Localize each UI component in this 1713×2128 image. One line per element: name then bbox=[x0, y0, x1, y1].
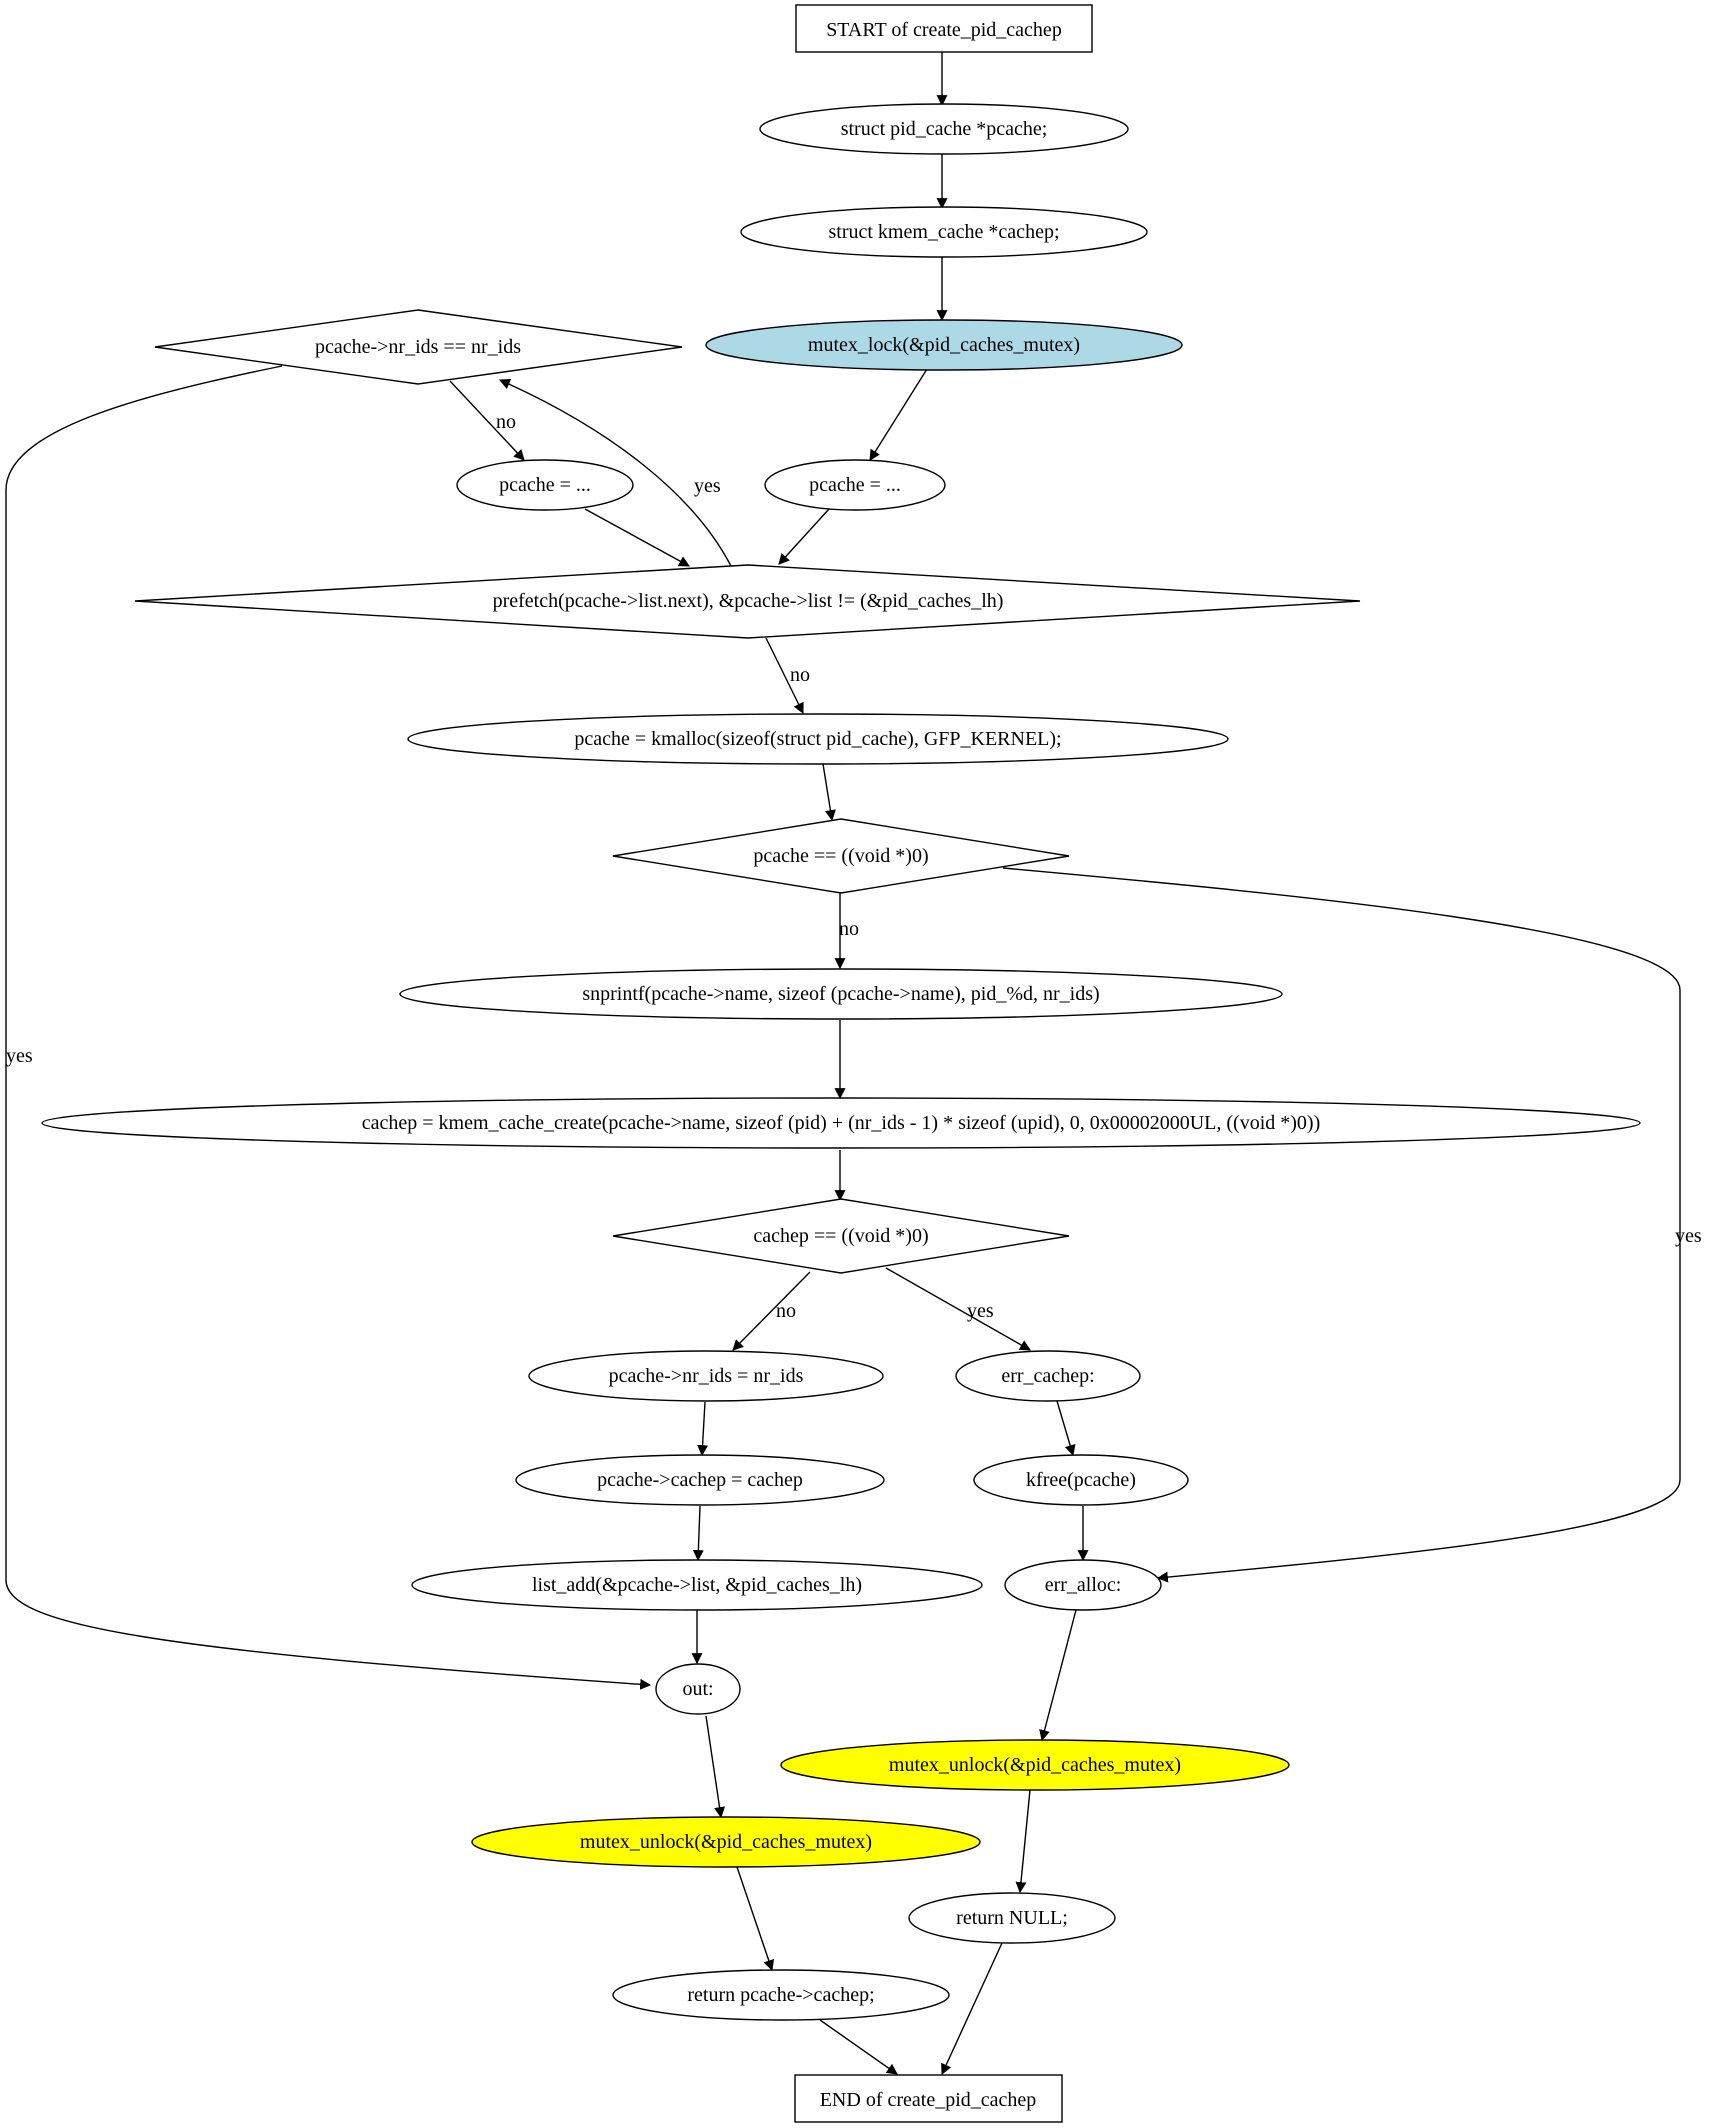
node-mutex-unlock-out: mutex_unlock(&pid_caches_mutex) bbox=[471, 1816, 981, 1868]
svg-text:pcache->cachep = cachep: pcache->cachep = cachep bbox=[597, 1469, 803, 1491]
edge-cond-nr-ids-out bbox=[5, 365, 652, 1690]
edge-label-loop-yes: yes bbox=[694, 475, 721, 497]
svg-text:err_alloc:: err_alloc: bbox=[1045, 1574, 1122, 1596]
node-cond-nr-ids: pcache->nr_ids == nr_ids bbox=[154, 309, 683, 385]
node-list-add: list_add(&pcache->list, &pid_caches_lh) bbox=[411, 1559, 983, 1611]
edge-return-null-end bbox=[941, 1942, 1003, 2076]
edge-set-nr-ids-set-cachep bbox=[697, 1401, 709, 1457]
edge-unlock-out-return-cachep bbox=[736, 1866, 775, 1972]
node-snprintf: snprintf(pcache->name, sizeof (pcache->n… bbox=[399, 968, 1283, 1020]
edge-err-alloc-unlock-err bbox=[1039, 1609, 1077, 1742]
edge-out-unlock-out bbox=[705, 1715, 725, 1819]
edge-pcache-next-cond-loop bbox=[584, 508, 690, 567]
svg-text:out:: out: bbox=[682, 1678, 713, 1700]
edge-unlock-err-return-null bbox=[1015, 1789, 1031, 1894]
svg-text:return NULL;: return NULL; bbox=[956, 1907, 1068, 1929]
svg-text:struct pid_cache *pcache;: struct pid_cache *pcache; bbox=[841, 118, 1048, 140]
svg-text:START of create_pid_cachep: START of create_pid_cachep bbox=[826, 19, 1062, 41]
svg-text:pcache->nr_ids == nr_ids: pcache->nr_ids == nr_ids bbox=[315, 336, 521, 358]
edge-cond-cachep-null-err-cachep bbox=[885, 1267, 1031, 1351]
edge-label-pcache-null-yes: yes bbox=[1675, 1225, 1702, 1247]
edge-return-cachep-end bbox=[819, 2019, 898, 2075]
node-decl-cachep: struct kmem_cache *cachep; bbox=[740, 206, 1148, 258]
edge-cond-nr-ids-pcache-next bbox=[449, 380, 525, 461]
node-mutex-lock: mutex_lock(&pid_caches_mutex) bbox=[705, 319, 1183, 371]
node-cond-cachep-null: cachep == ((void *)0) bbox=[612, 1198, 1070, 1274]
edge-lock-pcache-init bbox=[869, 368, 928, 461]
node-cond-loop: prefetch(pcache->list.next), &pcache->li… bbox=[134, 564, 1361, 639]
svg-text:return pcache->cachep;: return pcache->cachep; bbox=[687, 1984, 874, 2006]
svg-text:mutex_unlock(&pid_caches_mutex: mutex_unlock(&pid_caches_mutex) bbox=[580, 1831, 872, 1853]
edge-cond-cachep-null-set-nr-ids bbox=[732, 1271, 811, 1351]
edge-pcache-init-cond-loop bbox=[778, 508, 830, 565]
node-err-alloc: err_alloc: bbox=[1004, 1559, 1162, 1611]
edge-label-pcache-null-no: no bbox=[839, 918, 859, 940]
svg-text:kfree(pcache): kfree(pcache) bbox=[1026, 1469, 1136, 1491]
svg-text:list_add(&pcache->list, &pid_c: list_add(&pcache->list, &pid_caches_lh) bbox=[532, 1574, 862, 1596]
edge-label-cachep-null-no: no bbox=[776, 1300, 796, 1322]
svg-text:mutex_unlock(&pid_caches_mutex: mutex_unlock(&pid_caches_mutex) bbox=[889, 1754, 1181, 1776]
node-kmem-create: cachep = kmem_cache_create(pcache->name,… bbox=[41, 1097, 1641, 1149]
svg-text:END of create_pid_cachep: END of create_pid_cachep bbox=[820, 2089, 1037, 2111]
node-mutex-unlock-err: mutex_unlock(&pid_caches_mutex) bbox=[780, 1739, 1290, 1791]
node-set-cachep: pcache->cachep = cachep bbox=[515, 1454, 885, 1506]
edge-set-cachep-list-add bbox=[692, 1505, 704, 1562]
svg-text:pcache = kmalloc(sizeof(struct: pcache = kmalloc(sizeof(struct pid_cache… bbox=[574, 728, 1061, 750]
svg-text:snprintf(pcache->name, sizeof: snprintf(pcache->name, sizeof (pcache->n… bbox=[582, 983, 1099, 1005]
node-cond-pcache-null: pcache == ((void *)0) bbox=[612, 818, 1070, 894]
node-decl-pcache: struct pid_cache *pcache; bbox=[759, 103, 1129, 155]
node-out: out: bbox=[655, 1663, 741, 1715]
node-kfree: kfree(pcache) bbox=[973, 1454, 1189, 1506]
edge-cond-loop-kmalloc bbox=[765, 637, 804, 714]
edge-label-nr-ids-yes: yes bbox=[6, 1045, 33, 1067]
node-start: START of create_pid_cachep bbox=[795, 4, 1093, 53]
edge-cond-pcache-null-err-alloc bbox=[1002, 867, 1681, 1583]
svg-text:mutex_lock(&pid_caches_mutex): mutex_lock(&pid_caches_mutex) bbox=[808, 334, 1080, 356]
svg-text:pcache == ((void *)0): pcache == ((void *)0) bbox=[753, 845, 928, 867]
node-pcache-next: pcache = ... bbox=[456, 459, 634, 511]
node-err-cachep: err_cachep: bbox=[955, 1350, 1141, 1402]
node-kmalloc: pcache = kmalloc(sizeof(struct pid_cache… bbox=[407, 713, 1229, 765]
node-return-cachep: return pcache->cachep; bbox=[612, 1969, 950, 2021]
node-set-nr-ids: pcache->nr_ids = nr_ids bbox=[528, 1350, 884, 1402]
svg-text:prefetch(pcache->list.next), &: prefetch(pcache->list.next), &pcache->li… bbox=[493, 590, 1004, 612]
node-pcache-init: pcache = ... bbox=[764, 459, 946, 511]
edge-label-loop-no: no bbox=[790, 664, 810, 686]
svg-text:err_cachep:: err_cachep: bbox=[1001, 1365, 1094, 1387]
svg-text:pcache = ...: pcache = ... bbox=[499, 474, 591, 496]
edge-kmalloc-cond-pcache-null bbox=[822, 763, 836, 822]
node-return-null: return NULL; bbox=[908, 1892, 1116, 1944]
svg-text:pcache->nr_ids = nr_ids: pcache->nr_ids = nr_ids bbox=[609, 1365, 804, 1387]
edge-cond-loop-cond-nr-ids bbox=[498, 379, 732, 567]
edge-label-cachep-null-yes: yes bbox=[967, 1300, 994, 1322]
edge-label-nr-ids-no: no bbox=[496, 411, 516, 433]
svg-text:cachep = kmem_cache_create(pca: cachep = kmem_cache_create(pcache->name,… bbox=[362, 1112, 1320, 1134]
svg-text:cachep == ((void *)0): cachep == ((void *)0) bbox=[753, 1225, 928, 1247]
svg-text:struct kmem_cache *cachep;: struct kmem_cache *cachep; bbox=[829, 221, 1060, 243]
svg-text:pcache = ...: pcache = ... bbox=[809, 474, 901, 496]
edge-err-cachep-kfree bbox=[1056, 1400, 1076, 1457]
node-end: END of create_pid_cachep bbox=[794, 2074, 1063, 2123]
